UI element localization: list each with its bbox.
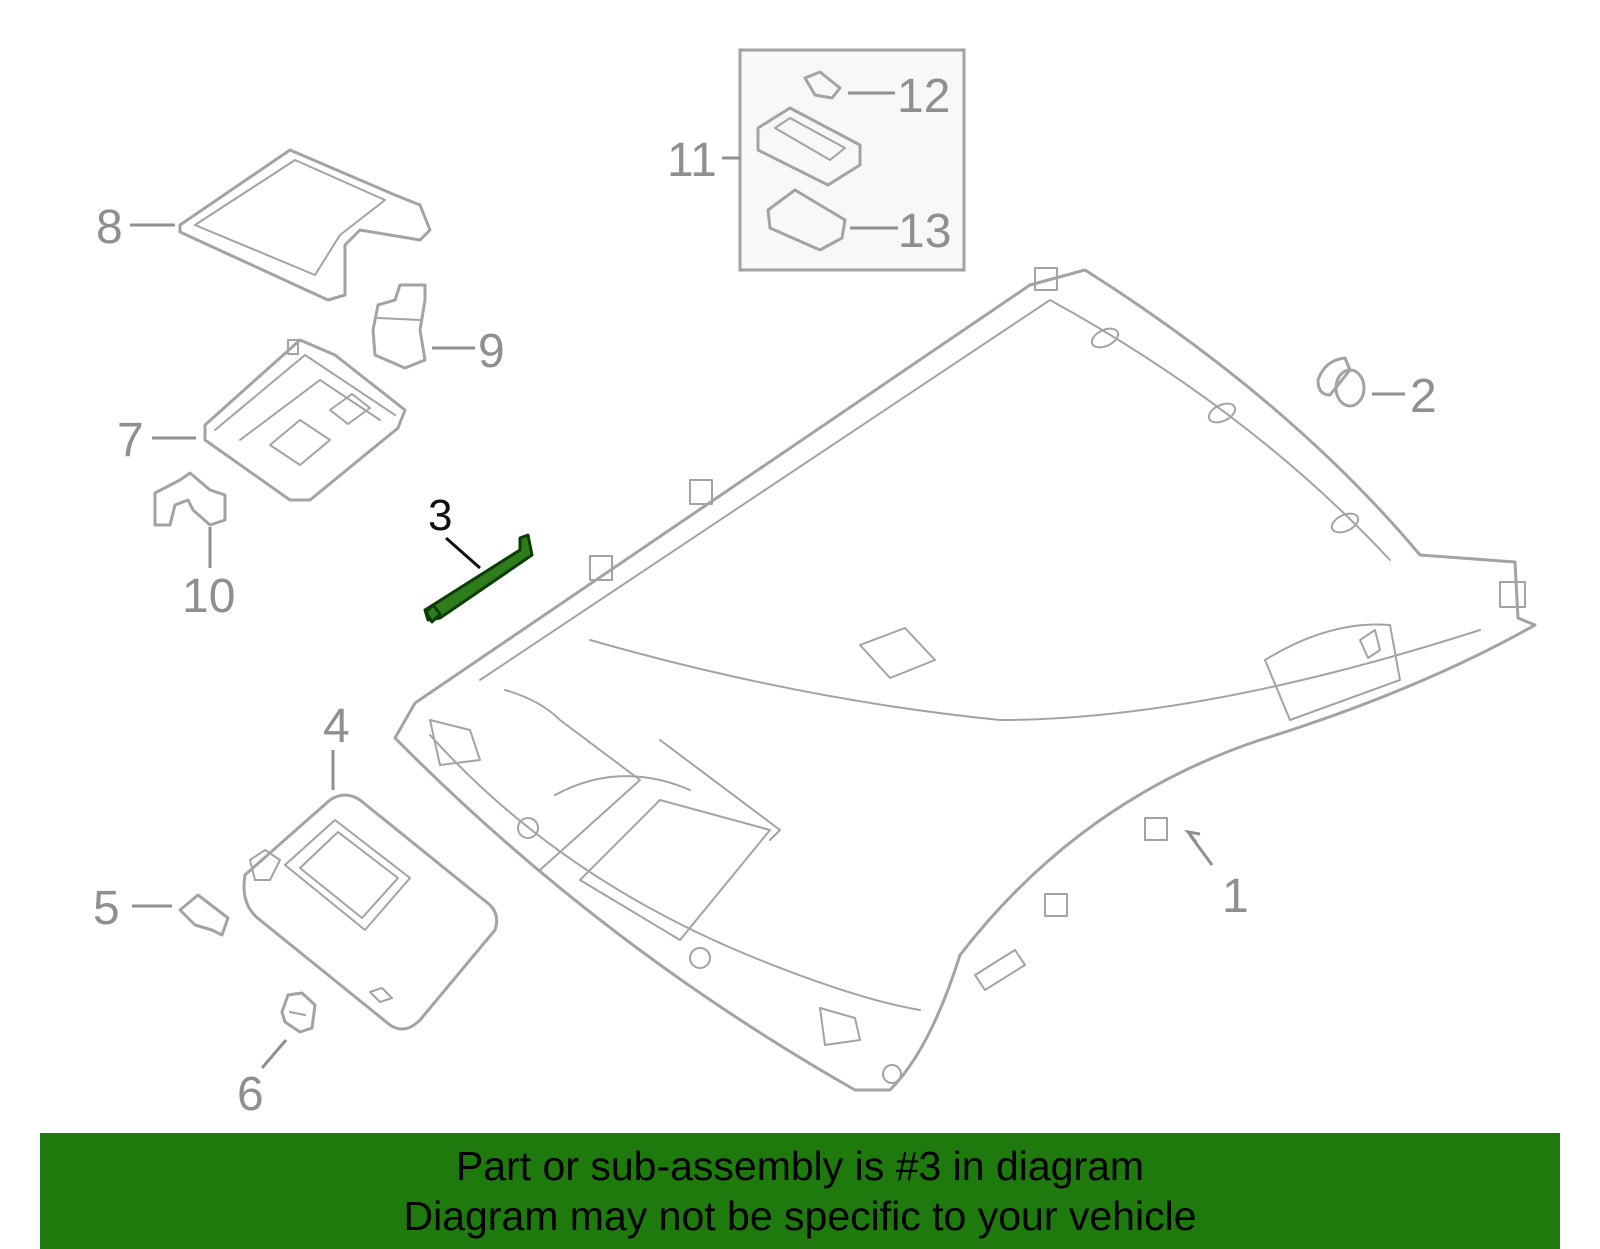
callout-8: 8 xyxy=(96,201,123,254)
callout-12: 12 xyxy=(897,70,950,123)
leader-6 xyxy=(260,1039,288,1069)
leader-3 xyxy=(445,536,481,570)
part-7-overhead-console xyxy=(203,338,407,502)
part-11-map-lamp-assembly xyxy=(738,48,966,272)
part-3-assist-grip xyxy=(423,533,534,624)
info-banner: Part or sub-assembly is #3 in diagram Di… xyxy=(40,1133,1560,1249)
callout-13: 13 xyxy=(898,205,951,258)
callout-6: 6 xyxy=(237,1068,264,1121)
leader-1-arrow xyxy=(1184,829,1201,843)
callout-3: 3 xyxy=(428,491,452,540)
callout-4: 4 xyxy=(323,700,350,753)
callout-labels: 1 2 3 4 5 6 7 8 9 10 11 12 13 xyxy=(93,70,1437,1121)
part-9-bracket xyxy=(371,283,427,370)
part-8-bracket xyxy=(178,148,432,302)
callout-11: 11 xyxy=(667,134,717,187)
callout-2: 2 xyxy=(1410,370,1437,423)
banner-line-2: Diagram may not be specific to your vehi… xyxy=(403,1193,1197,1239)
part-10-clip xyxy=(153,471,227,527)
part-1-headliner xyxy=(393,267,1537,1092)
callout-10: 10 xyxy=(182,570,235,623)
part-2-clip xyxy=(1316,356,1366,408)
callout-1: 1 xyxy=(1222,870,1249,923)
part-5-visor-clip xyxy=(178,893,230,937)
part-6-visor-holder xyxy=(280,991,317,1034)
callout-9: 9 xyxy=(478,325,505,378)
callout-5: 5 xyxy=(93,882,120,935)
part-4-sun-visor xyxy=(242,793,499,1031)
callout-7: 7 xyxy=(117,414,144,467)
leader-lines xyxy=(130,91,1405,1069)
banner-line-1: Part or sub-assembly is #3 in diagram xyxy=(455,1143,1145,1189)
